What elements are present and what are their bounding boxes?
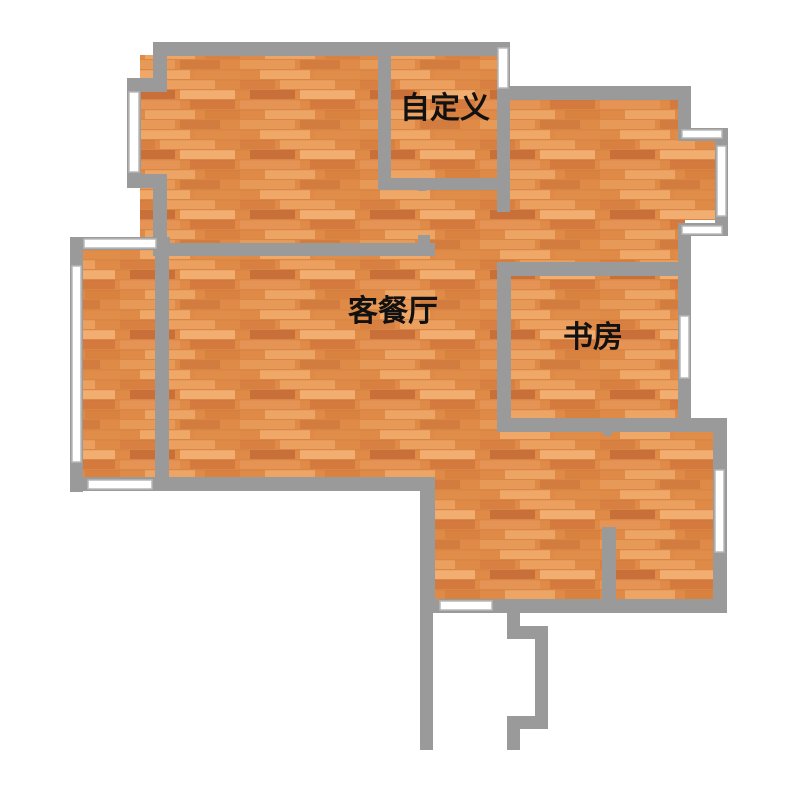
wall (420, 599, 727, 613)
room-label-living-dining: 客餐厅 (348, 294, 438, 329)
wall (497, 418, 727, 432)
room-label-study: 书房 (563, 320, 623, 355)
wall (70, 477, 435, 491)
window (87, 479, 153, 490)
wall-pillar (418, 183, 426, 191)
wall (378, 42, 391, 188)
walls (70, 42, 728, 750)
wall (155, 243, 169, 488)
floor-study (505, 275, 685, 425)
window (681, 225, 723, 235)
wall (497, 262, 691, 276)
window (71, 265, 82, 463)
room-labels: 自定义 客餐厅 书房 (348, 91, 623, 355)
window (681, 129, 723, 139)
floor-balcony-left (80, 245, 160, 480)
window (497, 47, 509, 89)
floor-areas (80, 55, 720, 605)
wall (160, 243, 435, 256)
wall (153, 42, 510, 56)
window (439, 600, 493, 611)
wall (602, 527, 616, 613)
window (716, 145, 727, 217)
window (679, 315, 690, 379)
wall (497, 262, 511, 432)
floor-top-left (140, 55, 390, 250)
floor-top-right (505, 95, 685, 270)
wall (535, 626, 548, 729)
windows (71, 47, 727, 611)
wall (378, 178, 508, 190)
floor-bottom-right (430, 420, 720, 605)
wall (497, 86, 691, 100)
wall (678, 86, 691, 140)
wall (420, 477, 435, 612)
wall-pillar (418, 235, 430, 247)
window (83, 238, 157, 249)
wall-pillar (603, 427, 612, 436)
wall (507, 716, 520, 750)
window (128, 91, 140, 173)
floor-custom-room (385, 55, 500, 190)
room-label-custom: 自定义 (400, 91, 490, 126)
wall (153, 42, 167, 88)
wall (420, 599, 433, 750)
wall (153, 174, 167, 256)
floor-top-right-bay (670, 140, 720, 220)
window (714, 469, 725, 553)
